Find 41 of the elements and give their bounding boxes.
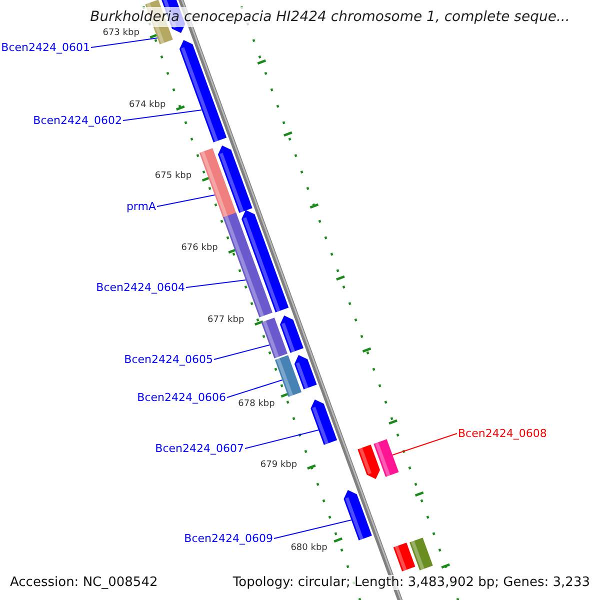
scale-label: 674 kbp	[129, 101, 166, 110]
leader-line	[392, 433, 458, 456]
leader-line	[156, 194, 216, 207]
gene-feature	[218, 146, 252, 213]
gene-label: Bcen2424_0609	[184, 533, 273, 544]
gene-label: Bcen2424_0607	[155, 443, 244, 454]
gene-feature	[274, 355, 302, 397]
gene-feature	[179, 40, 227, 142]
gene-label: Bcen2424_0605	[124, 354, 213, 365]
gene-label: Bcen2424_0602	[33, 115, 122, 126]
gene-label: Bcen2424_0604	[96, 282, 185, 293]
gene-feature	[344, 490, 372, 540]
gene-feature	[280, 316, 304, 353]
gene-feature	[374, 439, 399, 477]
leader-line	[226, 380, 283, 398]
gene-feature	[310, 400, 338, 445]
scale-label: 676 kbp	[181, 244, 218, 253]
gene-feature	[358, 444, 380, 479]
scale-label: 673 kbp	[102, 29, 140, 38]
scale-label: 678 kbp	[238, 400, 275, 409]
gene-feature	[242, 210, 289, 312]
gene-label: Bcen2424_0608	[458, 428, 547, 439]
gene-feature	[199, 148, 236, 218]
scale-label: 679 kbp	[260, 461, 298, 470]
genome-info-text: Topology: circular; Length: 3,483,902 bp; Genes: 3,233	[230, 575, 592, 590]
scale-label: 677 kbp	[207, 316, 244, 325]
gene-feature	[294, 355, 317, 390]
scale-label: 675 kbp	[154, 172, 192, 181]
leader-line	[122, 110, 202, 121]
leader-line	[186, 280, 246, 288]
leader-line	[214, 344, 270, 360]
leader-line	[274, 520, 352, 539]
gene-feature	[410, 538, 433, 570]
leader-line	[244, 430, 319, 449]
gene-label: prmA	[126, 201, 156, 212]
leader-line	[90, 38, 158, 48]
gene-label: Bcen2424_0601	[1, 42, 90, 53]
gene-feature	[261, 318, 288, 358]
scale-label: 680 kbp	[290, 544, 328, 553]
gene-label: Bcen2424_0606	[137, 392, 226, 403]
gene-feature	[393, 542, 416, 572]
